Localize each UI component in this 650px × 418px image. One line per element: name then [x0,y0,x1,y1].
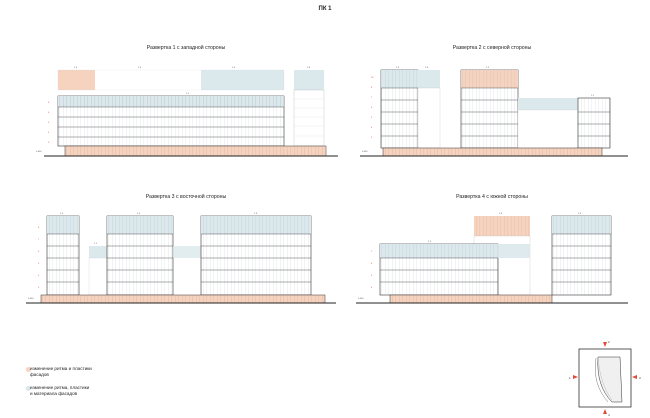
code-label: 1.5 [60,213,64,215]
svg-text:0.000: 0.000 [36,151,42,153]
ghost-block [293,89,325,147]
svg-text:0.000: 0.000 [358,298,364,300]
plan-label: 4 [608,413,610,417]
code-label: 1.5 [396,67,400,69]
svg-text:7: 7 [371,251,373,253]
plan-label: 1 [569,376,571,380]
panel-title-west: Развертка 1 с западной стороны [146,45,226,51]
code-label: 1.4 [232,67,236,69]
highlight-blue [89,246,107,258]
code-label: 1.1 [186,93,190,95]
code-label: 1.3 [138,67,142,69]
code-label: 1.3 [254,213,258,215]
arrow-east-icon [632,375,637,379]
svg-text:5: 5 [371,275,373,277]
elevation-east: 8 7 6 5 4 3 1.5 1.1 1.4 1.3 0.000 [26,213,336,304]
arrow-north-icon [603,342,607,347]
key-plan: 2 1 3 4 [569,340,641,417]
svg-text:5: 5 [48,122,50,124]
elevation-west: 8 6 5 4 3 1.5 1.3 1.4 1.6 1.1 0.000 [36,67,338,157]
code-label: 1.4 [137,213,141,215]
elevation-south: 7 6 5 4 1.1 1.6 1.5 0.000 [356,213,628,304]
svg-text:5: 5 [371,117,373,119]
svg-text:6: 6 [48,112,50,114]
code-label: 1.6 [425,67,429,69]
svg-text:7: 7 [38,239,40,241]
svg-text:7: 7 [371,97,373,99]
svg-text:6: 6 [371,263,373,265]
svg-text:4: 4 [371,287,373,289]
arrow-south-icon [603,409,607,414]
svg-text:4: 4 [38,275,40,277]
svg-text:3: 3 [38,287,40,289]
plan-label: 2 [608,340,610,344]
highlight-blue [418,70,440,88]
panel-title-east: Развертка 3 с восточной стороны [145,194,227,200]
highlight-pink [58,70,95,90]
svg-text:4: 4 [371,127,373,129]
code-label: 1.6 [499,213,503,215]
code-label: 1.5 [74,67,78,69]
panel-title-north: Развертка 2 с северной стороны [452,45,532,51]
svg-text:6: 6 [38,251,40,253]
legend-swatch-blue [26,386,31,391]
svg-text:3: 3 [48,142,50,144]
arrow-west-icon [573,375,578,379]
svg-text:0.000: 0.000 [28,298,34,300]
highlight-blue [518,98,578,110]
code-label: 1.6 [307,67,311,69]
code-label: 1.1 [94,243,98,245]
highlight-blue [201,70,284,90]
page-title: ПК 1 [318,6,332,12]
highlight-blue [294,70,324,90]
legend-swatch-pink [26,367,31,372]
plan-label: 3 [639,376,641,380]
svg-text:8: 8 [48,102,50,104]
legend-item-material: изменение ритма, пластики и материала фа… [30,385,90,396]
svg-text:8: 8 [38,227,40,229]
code-label: 1.1 [591,95,595,97]
code-label: 1.5 [578,213,582,215]
site-footprint [597,356,623,403]
legend-item-rhythm: изменение ритма и пластики фасадов [30,366,92,377]
svg-text:0.000: 0.000 [362,151,368,153]
svg-text:8: 8 [371,87,373,89]
svg-text:5: 5 [38,263,40,265]
code-label: 1.1 [428,241,432,243]
svg-text:3: 3 [371,137,373,139]
svg-text:10: 10 [371,77,374,79]
elevation-north: 10 8 7 6 5 4 3 1.5 1.6 1.2 1.1 0.000 [360,67,628,157]
svg-text:4: 4 [48,132,50,134]
code-label: 1.2 [486,67,490,69]
svg-text:6: 6 [371,107,373,109]
panel-title-south: Развертка 4 с южной стороны [456,194,528,200]
